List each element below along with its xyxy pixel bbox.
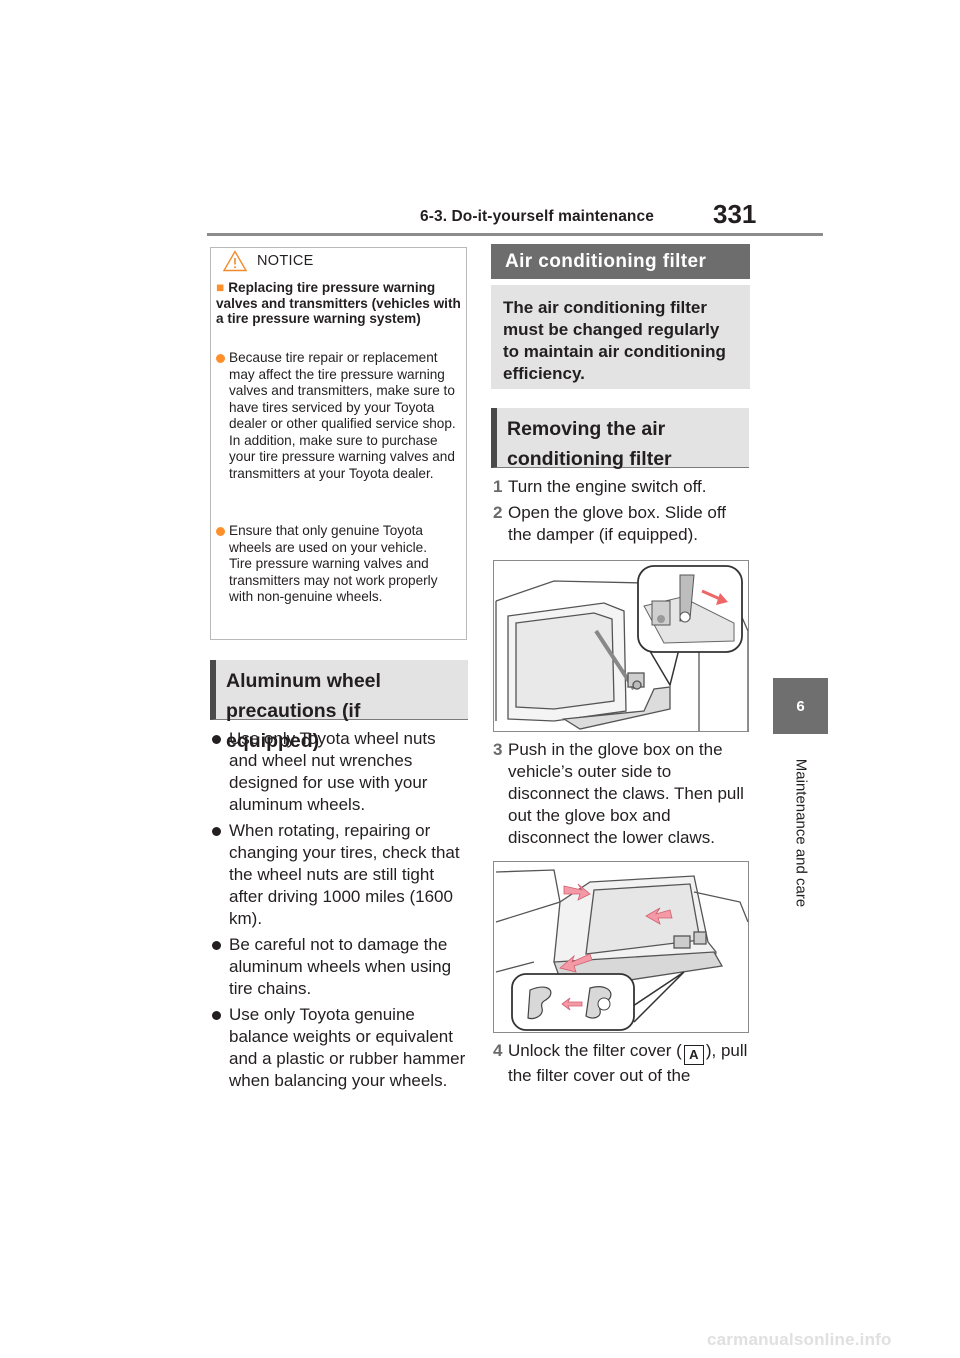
bullet-icon <box>212 735 221 744</box>
notice-item-text: Ensure that only genuine Toyota wheels a… <box>229 523 438 604</box>
intro-text: The air conditioning filter must be chan… <box>503 298 726 383</box>
list-item: Use only Toyota genuine balance weights … <box>212 1004 468 1092</box>
glove-box-claws-illustration <box>495 869 748 1031</box>
notice-heading-text: Replacing tire pressure warning valves a… <box>216 280 461 327</box>
bullet-icon <box>216 354 225 363</box>
notice-item-text: Because tire repair or replacement may a… <box>229 350 456 481</box>
notice-item: Ensure that only genuine Toyota wheels a… <box>216 523 461 606</box>
header-section-title: 6-3. Do-it-yourself maintenance <box>420 208 654 225</box>
step-item: 1 Turn the engine switch off. <box>493 476 751 498</box>
list-item: When rotating, repairing or changing you… <box>212 820 468 930</box>
notice-heading: ■Replacing tire pressure warning valves … <box>216 280 461 327</box>
section-heading-text: Air conditioning filter <box>505 250 707 272</box>
header-divider <box>207 233 823 236</box>
step-item: 3 Push in the glove box on the vehicle’s… <box>493 739 751 849</box>
list-item: Be careful not to damage the aluminum wh… <box>212 934 468 1000</box>
chapter-tab[interactable]: 6 <box>773 678 828 734</box>
step-number: 2 <box>493 503 503 522</box>
list-item: Use only Toyota wheel nuts and wheel nut… <box>212 728 468 816</box>
notice-heading-marker: ■ <box>216 280 225 295</box>
page-number: 331 <box>713 199 757 229</box>
warning-triangle-icon <box>223 250 247 272</box>
section-heading-removing-filter: Removing the air conditioning filter <box>491 408 749 470</box>
bullet-icon <box>216 527 225 536</box>
step-text: Unlock the filter cover (A), pull the fi… <box>508 1040 751 1087</box>
illustration-glove-box-damper <box>493 560 749 732</box>
step-number: 4 <box>493 1041 503 1060</box>
notice-item: Because tire repair or replacement may a… <box>216 350 461 482</box>
section-heading-aluminum-wheel: Aluminum wheel precautions (if equipped) <box>210 660 468 752</box>
list-item-text: Use only Toyota wheel nuts and wheel nut… <box>229 729 436 814</box>
bullet-icon <box>212 827 221 836</box>
section-heading-text: Removing the air conditioning filter <box>507 418 672 470</box>
step-text: Push in the glove box on the vehicle’s o… <box>508 740 744 847</box>
notice-box <box>210 247 467 640</box>
glove-box-damper-illustration <box>495 565 748 731</box>
illustration-glove-box-claws <box>493 861 749 1033</box>
list-item-text: Be careful not to damage the aluminum wh… <box>229 935 452 998</box>
footer-watermark[interactable]: carmanualsonline.info <box>707 1330 892 1349</box>
step-text: Open the glove box. Slide off the damper… <box>508 503 727 544</box>
callout-label: A <box>683 1045 704 1065</box>
notice-label: NOTICE <box>257 253 314 269</box>
bullet-icon <box>212 1011 221 1020</box>
step-item: 4 Unlock the filter cover (A), pull the … <box>493 1040 751 1087</box>
step-text: Turn the engine switch off. <box>508 477 707 496</box>
step-item: 2 Open the glove box. Slide off the damp… <box>493 502 751 546</box>
chapter-title-vertical: Maintenance and care <box>772 745 830 920</box>
step-number: 1 <box>493 477 503 496</box>
chapter-title-text: Maintenance and care <box>792 758 810 907</box>
step-text-part: Unlock the filter cover ( <box>508 1041 682 1060</box>
step-number: 3 <box>493 740 503 759</box>
intro-box: The air conditioning filter must be chan… <box>491 285 750 389</box>
step-text-part: ), pull the filter cover out of the <box>508 1041 748 1085</box>
list-item-text: Use only Toyota genuine balance weights … <box>229 1005 466 1090</box>
section-heading-ac-filter: Air conditioning filter <box>491 244 750 279</box>
list-item-text: When rotating, repairing or changing you… <box>229 821 460 928</box>
section-heading-text: Aluminum wheel precautions (if equipped) <box>226 670 381 752</box>
bullet-icon <box>212 941 221 950</box>
